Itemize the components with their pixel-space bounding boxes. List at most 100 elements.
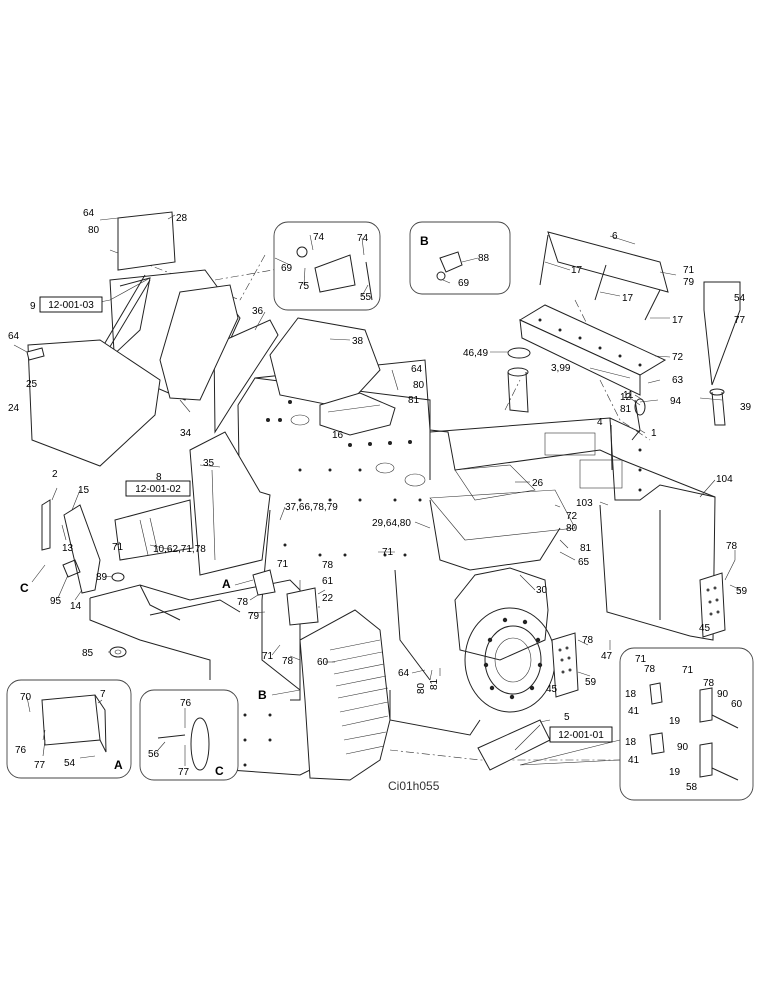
part-label: 72	[672, 352, 684, 363]
part-label: 81	[408, 395, 420, 406]
part-label: 13	[62, 543, 74, 554]
inset-panels	[6, 221, 754, 801]
part-label: 58	[686, 782, 698, 793]
part-label: 29,64,80	[372, 518, 411, 529]
part-label: 77	[734, 315, 746, 326]
part-label: 64	[398, 668, 410, 679]
steps-assembly	[299, 609, 391, 781]
part-label: 61	[322, 576, 334, 587]
part-label: 89	[96, 572, 108, 583]
part-label: 78	[703, 678, 715, 689]
part-label: 10,62,71,78	[153, 544, 206, 555]
part-label: 39	[740, 402, 752, 413]
part-label: 74	[313, 232, 325, 243]
part-label: 35	[203, 458, 215, 469]
front-panels	[41, 431, 319, 658]
part-label: 65	[578, 557, 590, 568]
part-label: 64	[83, 208, 95, 219]
part-label: 4	[597, 417, 603, 428]
part-label: 45	[546, 684, 558, 695]
part-label: 78	[726, 541, 738, 552]
part-label: 77	[34, 760, 46, 771]
part-label: 15	[78, 485, 90, 496]
part-label: 81	[429, 678, 440, 690]
part-label: 78	[644, 664, 656, 675]
part-label: 71	[382, 547, 394, 558]
ref-12-001-01: 12-001-01	[558, 730, 604, 741]
part-label: 12	[620, 392, 632, 403]
part-label: 22	[322, 593, 334, 604]
part-label: 55	[360, 292, 372, 303]
part-label: 18	[625, 689, 637, 700]
part-label: 60	[317, 657, 329, 668]
part-label: 85	[82, 648, 94, 659]
part-label: 41	[628, 706, 640, 717]
part-label: 37,66,78,79	[285, 502, 338, 513]
part-label: 80	[88, 225, 100, 236]
part-label: 8	[156, 472, 162, 483]
part-label: 78	[582, 635, 594, 646]
part-label: 79	[683, 277, 695, 288]
part-label: 6	[612, 231, 618, 242]
part-label: 11	[623, 390, 634, 401]
part-label: 103	[576, 498, 593, 509]
part-label: A	[222, 577, 231, 591]
part-label: 94	[670, 396, 682, 407]
part-label: 5	[564, 712, 570, 723]
part-label: 78	[282, 656, 294, 667]
part-label: 69	[458, 278, 470, 289]
part-label: 71	[112, 542, 124, 553]
part-label: 74	[357, 233, 369, 244]
part-label: 54	[64, 758, 76, 769]
reference-boxes: 12-001-03 12-001-02 12-001-01	[39, 296, 613, 743]
part-label: 45	[699, 623, 711, 634]
part-label: C	[215, 764, 224, 778]
ref-12-001-03: 12-001-03	[48, 300, 94, 311]
part-label: 95	[50, 596, 62, 607]
part-label: 104	[716, 474, 733, 485]
part-label: 3,99	[551, 363, 571, 374]
part-label: 2	[52, 469, 58, 480]
part-label: 19	[669, 767, 681, 778]
part-label: 78	[322, 560, 334, 571]
part-label: B	[258, 688, 267, 702]
part-label: 59	[585, 677, 597, 688]
part-label: 46,49	[463, 348, 488, 359]
part-label: 59	[736, 586, 748, 597]
part-label: 47	[601, 651, 613, 662]
part-label: 76	[180, 698, 192, 709]
part-label: 28	[176, 213, 188, 224]
part-label: B	[420, 234, 429, 248]
part-label: C	[20, 581, 29, 595]
part-label: 24	[8, 403, 20, 414]
part-label: 71	[262, 651, 274, 662]
part-label: 78	[237, 597, 249, 608]
part-label: 71	[683, 265, 695, 276]
part-label: 26	[532, 478, 544, 489]
part-label: 80	[416, 682, 427, 694]
part-label: 17	[622, 293, 634, 304]
part-label: 7	[100, 689, 106, 700]
leader-lines	[13, 214, 742, 766]
part-label: 34	[180, 428, 192, 439]
part-label: 17	[672, 315, 684, 326]
part-label: 30	[536, 585, 548, 596]
part-label: 14	[70, 601, 82, 612]
part-label: 41	[628, 755, 640, 766]
part-labels: 28 64 80 9 64 25 24 34 36 69 74 75 74 55…	[8, 208, 752, 793]
part-label: 70	[20, 692, 32, 703]
part-label: 75	[298, 281, 310, 292]
part-label: 90	[677, 742, 689, 753]
part-label: 77	[178, 767, 190, 778]
part-label: 36	[252, 306, 264, 317]
part-label: 38	[352, 336, 364, 347]
part-label: 79	[248, 611, 260, 622]
part-label: 64	[411, 364, 423, 375]
part-label: 54	[734, 293, 746, 304]
part-label: 81	[580, 543, 592, 554]
part-label: 69	[281, 263, 293, 274]
part-label: 56	[148, 749, 160, 760]
part-label: A	[114, 758, 123, 772]
